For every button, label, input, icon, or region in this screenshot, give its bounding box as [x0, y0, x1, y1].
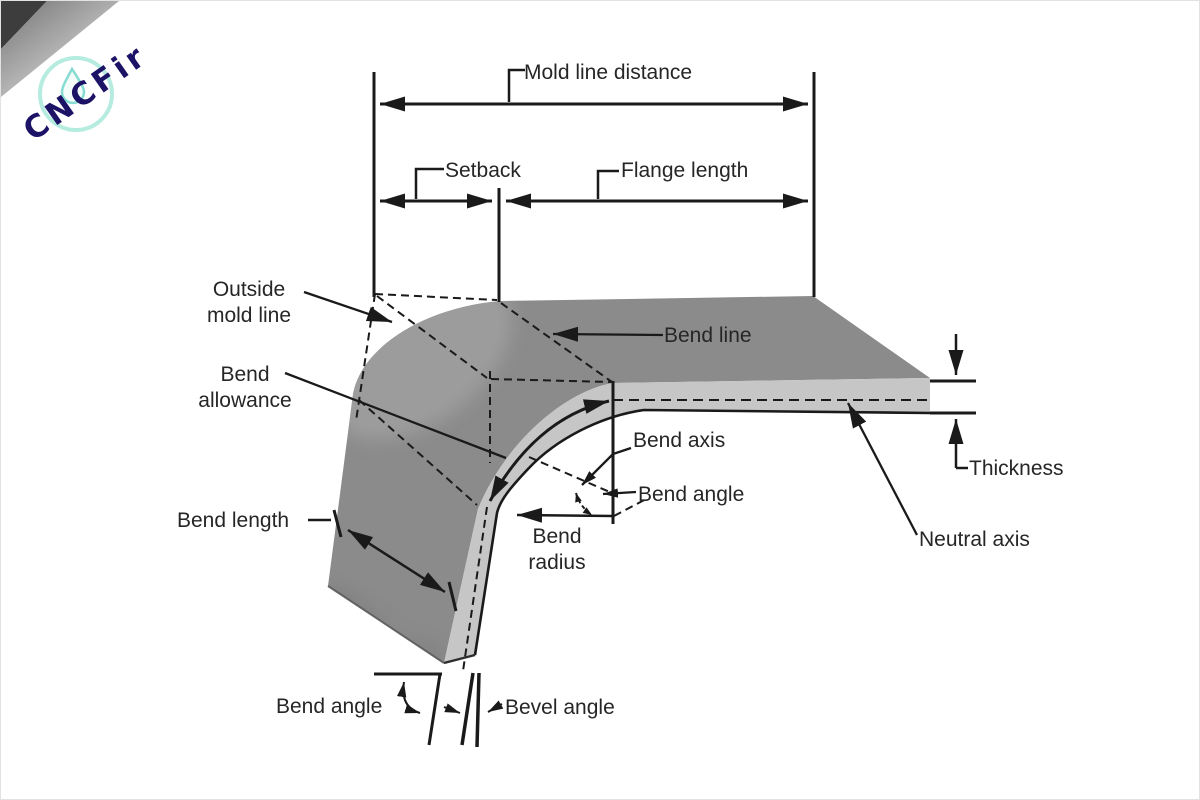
label-bend-length: Bend length: [177, 509, 290, 532]
label-mold-line-distance: Mold line distance: [524, 61, 693, 84]
bevel-arrow-left: [443, 703, 461, 714]
flange-length-bracket: [596, 169, 619, 199]
bend-length-tick-top: [332, 509, 343, 538]
logo-ribbon: [1, 1, 119, 97]
bend-axis-leader: [581, 446, 632, 486]
label-bend-axis: Bend axis: [633, 429, 726, 452]
label-bend-allowance: Bend allowance: [183, 362, 307, 414]
dashed-bend-angle-arc: [575, 492, 593, 516]
mold-line-distance-bracket: [507, 68, 525, 102]
label-bend-angle-upper: Bend angle: [638, 483, 745, 506]
label-outside-mold-line-2: mold line: [206, 304, 292, 327]
label-bend-line: Bend line: [664, 324, 752, 347]
dashed-neutral-axis-leg: [462, 506, 488, 672]
bend-axis-construction: [488, 381, 615, 524]
label-bend-radius: Bend radius: [504, 524, 610, 576]
label-flange-length: Flange length: [621, 159, 749, 182]
label-bevel-angle: Bevel angle: [505, 696, 615, 719]
dashed-leg-tangent: [358, 399, 478, 506]
bend-angle-arc: [396, 681, 421, 714]
leg-bottom-edge: [443, 653, 476, 665]
leg-dark-bottom-edge: [327, 585, 445, 664]
label-outside-mold-line-1: Outside: [212, 278, 286, 301]
label-bend-radius-1: Bend: [532, 525, 582, 548]
bend-angle-figure: [374, 672, 442, 746]
dashed-bend-line-top: [500, 302, 613, 383]
bevel-line-slanted: [460, 672, 475, 746]
thickness-dimension: [930, 334, 976, 470]
dashed-near-mold-edge: [376, 295, 488, 379]
bevel-arrow-right: [487, 700, 504, 713]
bend-length-arrow: [347, 528, 446, 594]
ribbon-band: [1, 1, 119, 97]
sheet-edge-band: [444, 378, 930, 663]
bend-length-dimension: [308, 509, 458, 612]
neutral-axis-leader: [846, 402, 919, 536]
logo-mark: [38, 56, 114, 132]
bend-allowance-arc: [488, 399, 610, 502]
bend-angle-vertical: [427, 673, 442, 746]
top-dimensions: [372, 68, 816, 302]
logo-drop-icon: [60, 66, 86, 105]
label-neutral-axis: Neutral axis: [919, 528, 1030, 551]
label-bend-angle-lower: Bend angle: [276, 695, 383, 718]
dashed-axis-radius-right: [613, 497, 649, 517]
label-bend-allowance-1: Bend: [220, 363, 270, 386]
label-bend-radius-2: radius: [528, 551, 586, 574]
dashed-axis-radius-left: [528, 456, 613, 494]
label-bend-allowance-2: allowance: [198, 389, 292, 412]
setback-bracket: [414, 167, 444, 199]
label-outside-mold-line: Outside mold line: [189, 277, 309, 329]
bevel-line-vertical: [475, 672, 481, 748]
bevel-angle-figure: [443, 672, 504, 748]
bend-length-tick-bottom: [447, 581, 458, 612]
bend-allowance-leader: [284, 371, 507, 460]
dashed-near-tangent-corner: [490, 378, 612, 383]
label-thickness: Thickness: [969, 457, 1064, 480]
logo-circle-icon: [38, 56, 114, 132]
dashed-far-mold-edge: [374, 293, 498, 301]
label-setback: Setback: [445, 159, 521, 182]
bend-line-leader: [552, 326, 664, 342]
bend-radius-arrow: [516, 507, 614, 523]
outside-mold-line-leader: [303, 290, 393, 324]
leader-arrows: [284, 290, 919, 536]
bend-angle-upper-leader: [602, 488, 637, 498]
